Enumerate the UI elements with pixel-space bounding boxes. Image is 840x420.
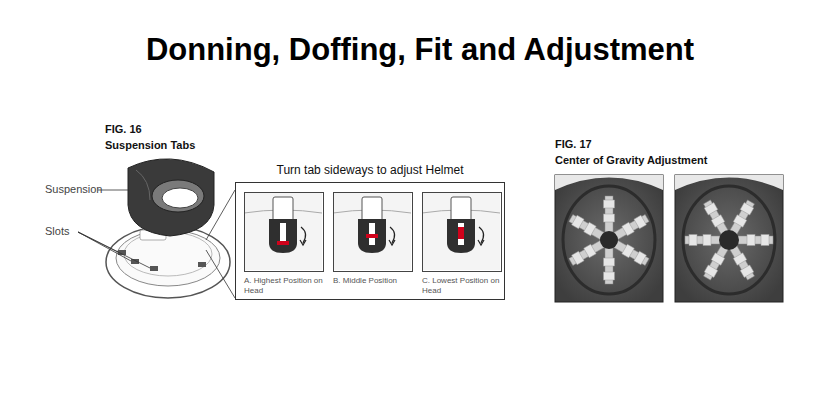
- figure-title: Suspension Tabs: [105, 139, 195, 151]
- tab-panel-b: [333, 192, 411, 270]
- figure-title: Center of Gravity Adjustment: [555, 154, 707, 166]
- tab-panel-c: [422, 192, 500, 270]
- box-heading: Turn tab sideways to adjust Helmet: [236, 163, 504, 177]
- tab-panel-a: [244, 192, 322, 270]
- helmet-drawing: [106, 159, 230, 298]
- page-title: Donning, Doffing, Fit and Adjustment: [0, 32, 840, 68]
- tab-position-panel: B. Middle Position: [333, 192, 413, 272]
- leader-lines: [78, 190, 235, 298]
- part-label: Suspension: [45, 183, 103, 195]
- panel-caption: A. Highest Position on Head: [244, 276, 328, 296]
- tab-position-panel: C. Lowest Position on Head: [422, 192, 502, 272]
- tab-position-panel: A. Highest Position on Head: [244, 192, 324, 272]
- panel-caption: B. Middle Position: [333, 276, 417, 286]
- figure-number: FIG. 17: [555, 138, 592, 150]
- instruction-box: Turn tab sideways to adjust HelmetA. Hig…: [235, 182, 505, 300]
- panel-caption: C. Lowest Position on Head: [422, 276, 506, 296]
- part-label: Slots: [45, 225, 69, 237]
- suspension-photo-right: [675, 175, 783, 302]
- suspension-photo-left: [555, 175, 663, 302]
- figure-number: FIG. 16: [105, 123, 142, 135]
